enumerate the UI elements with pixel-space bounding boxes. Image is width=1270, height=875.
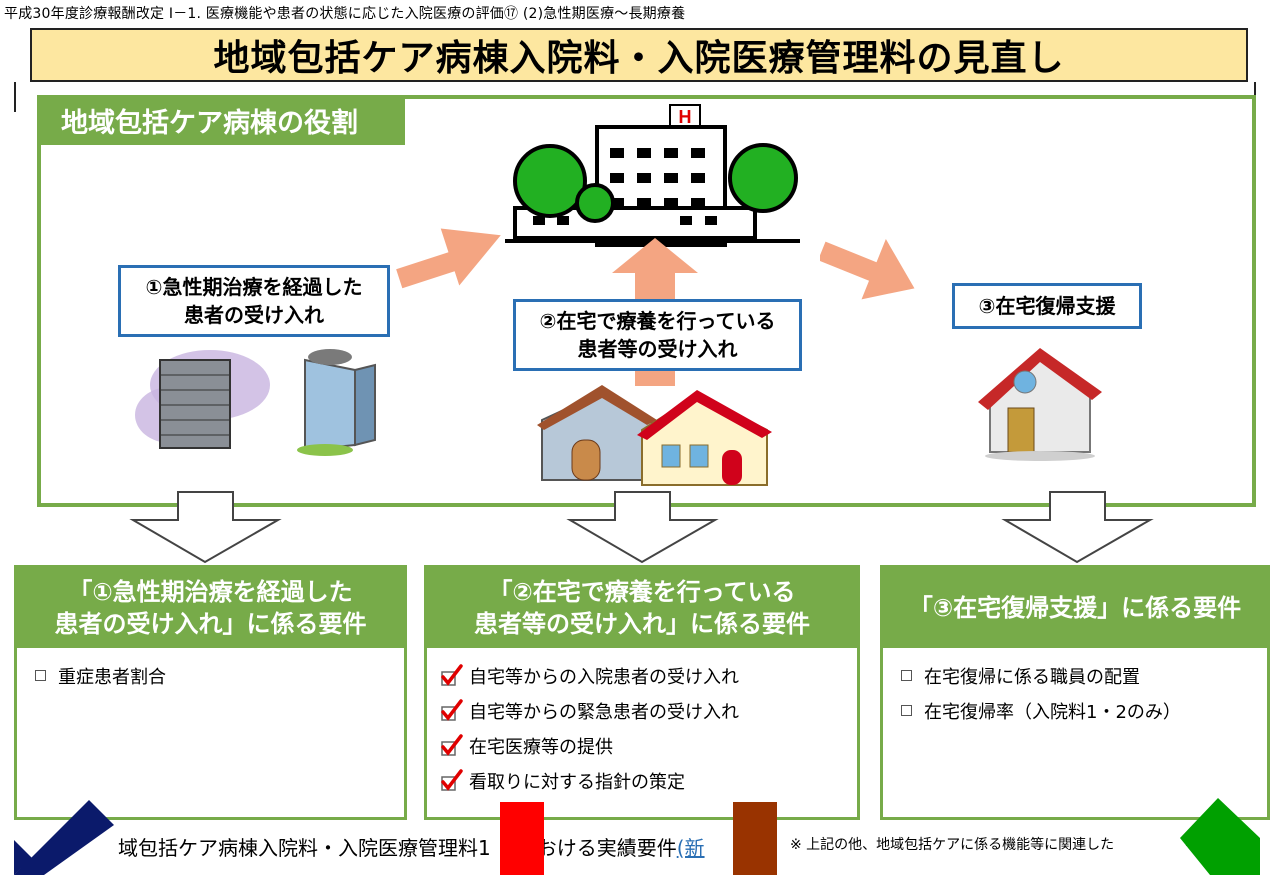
requirement-heading-line1: 「②在宅で療養を行っている [488, 578, 796, 606]
requirement-list: 重症患者割合 [17, 658, 404, 693]
list-item: 看取りに対する指針の策定 [439, 763, 845, 798]
red-check-icon [441, 698, 463, 721]
red-rectangle-swatch [500, 802, 544, 875]
requirement-list: 在宅復帰に係る職員の配置 在宅復帰率（入院料1・2のみ） [883, 658, 1267, 728]
page-title-text: 地域包括ケア病棟入院料・入院医療管理料の見直し [213, 38, 1065, 79]
tree-icon [513, 144, 587, 218]
requirement-heading-line1: 「①急性期治療を経過した [68, 578, 353, 606]
requirement-item-text: 在宅復帰に係る職員の配置 [924, 666, 1140, 688]
requirement-heading-line1: 「③在宅復帰支援」に係る要件 [908, 594, 1242, 622]
requirement-item-text: 自宅等からの緊急患者の受け入れ [469, 701, 739, 723]
hospital-illustration: H [505, 104, 800, 247]
houses-illustration [537, 385, 772, 486]
requirement-heading-line2: 患者等の受け入れ」に係る要件 [474, 610, 810, 638]
requirement-heading: 「①急性期治療を経過した 患者の受け入れ」に係る要件 [17, 568, 404, 648]
callout-home-return-line1: ③在宅復帰支援 [978, 294, 1116, 318]
requirement-list: 自宅等からの入院患者の受け入れ 自宅等からの緊急患者の受け入れ 在宅医療等の提供… [427, 658, 857, 798]
arrow-right-down-icon [820, 239, 915, 300]
checkbox-empty-icon [901, 670, 912, 681]
footer-note: ※ 上記の他、地域包括ケアに係る機能等に関連したる [790, 834, 1198, 854]
requirement-heading: 「③在宅復帰支援」に係る要件 [883, 568, 1267, 648]
red-check-icon [441, 768, 463, 791]
callout-acute-care-line1: ①急性期治療を経過した [145, 275, 363, 299]
red-check-icon [441, 733, 463, 756]
requirement-item-text: 在宅医療等の提供 [469, 736, 613, 758]
down-arrow-icon [1001, 491, 1154, 564]
arrow-right-up-icon [396, 228, 501, 289]
requirement-box-acute: 「①急性期治療を経過した 患者の受け入れ」に係る要件 重症患者割合 [14, 565, 407, 820]
requirement-item-text: 看取りに対する指針の策定 [469, 771, 685, 793]
header-breadcrumb: 平成30年度診療報酬改定 Ⅰ－1. 医療機能や患者の状態に応じた入院医療の評価⑰… [4, 6, 686, 22]
role-section-tab: 地域包括ケア病棟の役割 [37, 95, 405, 145]
callout-home-care-line2: 患者等の受け入れ [577, 337, 738, 361]
page-title: 地域包括ケア病棟入院料・入院医療管理料の見直し [30, 28, 1248, 82]
requirement-heading: 「②在宅で療養を行っている 患者等の受け入れ」に係る要件 [427, 568, 857, 648]
tree-icon [575, 183, 615, 223]
callout-home-return: ③在宅復帰支援 [952, 283, 1142, 329]
requirement-box-home-care: 「②在宅で療養を行っている 患者等の受け入れ」に係る要件 自宅等からの入院患者の… [424, 565, 860, 820]
hospital-h-icon: H [679, 107, 692, 127]
footer-main-text: 域包括ケア病棟入院料・入院医療管理料1 おける実績要件(新 [118, 832, 705, 861]
callout-home-care-line1: ②在宅で療養を行っている [539, 309, 776, 333]
requirement-item-text: 重症患者割合 [58, 666, 166, 688]
list-item: 在宅復帰に係る職員の配置 [895, 658, 1255, 693]
footer-link[interactable]: (新 [676, 836, 705, 860]
red-check-icon [441, 663, 463, 686]
green-triangle-swatch [1180, 798, 1260, 875]
acute-hospital-illustration [135, 349, 376, 456]
hospital-windows [610, 148, 705, 208]
left-divider [14, 82, 16, 112]
down-arrow-icon [566, 491, 719, 564]
home-illustration [978, 348, 1102, 461]
list-item: 在宅復帰率（入院料1・2のみ） [895, 693, 1255, 728]
callout-home-care: ②在宅で療養を行っている 患者等の受け入れ [513, 299, 802, 371]
brown-rectangle-swatch [733, 802, 777, 875]
list-item: 重症患者割合 [29, 658, 392, 693]
down-arrow-icon [129, 491, 282, 564]
footer-text-part2: おける実績要件 [536, 836, 677, 860]
requirement-item-text: 在宅復帰率（入院料1・2のみ） [924, 701, 1181, 723]
navy-triangle-swatch [14, 800, 114, 875]
checkbox-empty-icon [901, 705, 912, 716]
requirement-box-home-return: 「③在宅復帰支援」に係る要件 在宅復帰に係る職員の配置 在宅復帰率（入院料1・2… [880, 565, 1270, 820]
list-item: 在宅医療等の提供 [439, 728, 845, 763]
list-item: 自宅等からの入院患者の受け入れ [439, 658, 845, 693]
list-item: 自宅等からの緊急患者の受け入れ [439, 693, 845, 728]
callout-acute-care: ①急性期治療を経過した 患者の受け入れ [118, 265, 390, 337]
role-section-tab-label: 地域包括ケア病棟の役割 [61, 107, 358, 139]
footer-note-text: ※ 上記の他、地域包括ケアに係る機能等に関連した [790, 837, 1115, 853]
callout-acute-care-line2: 患者の受け入れ [184, 303, 324, 327]
tree-icon [728, 143, 798, 213]
footer-text-part1: 域包括ケア病棟入院料・入院医療管理料1 [118, 836, 491, 860]
checkbox-empty-icon [35, 670, 46, 681]
requirement-item-text: 自宅等からの入院患者の受け入れ [469, 666, 739, 688]
requirement-heading-line2: 患者の受け入れ」に係る要件 [54, 610, 367, 638]
